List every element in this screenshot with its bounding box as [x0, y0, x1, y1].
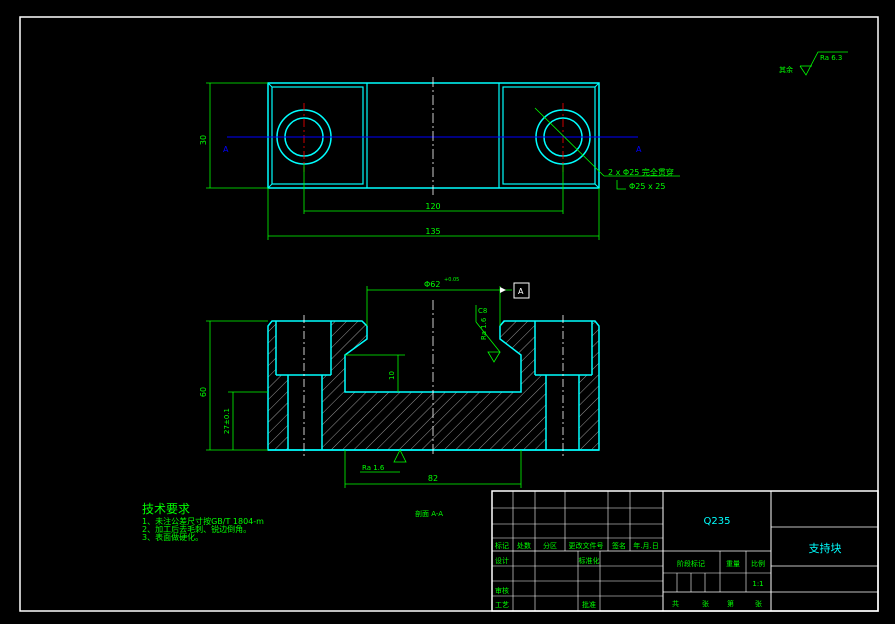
row-label-date: 年.月.日 [633, 541, 658, 550]
hatch-base [322, 392, 546, 450]
row-label-change-doc: 更改文件号 [569, 541, 604, 550]
dim-base-width: 82 [428, 474, 438, 483]
section-view: Φ62 +0.05 A C8 Ra 1.6 10 60 27±0.1 82 Ra… [199, 277, 600, 518]
tech-requirements: 技术要求 1、未注公差尺寸按GB/T 1804-m 2、加工后去毛刺、锐边倒角。… [142, 502, 264, 542]
top-view-left-pocket [271, 86, 364, 185]
row-label-count: 处数 [517, 541, 531, 550]
section-outline [267, 320, 600, 451]
roughness-face-value: Ra 1.6 [362, 464, 385, 472]
sheet-total: 共 [672, 599, 679, 608]
dim-top-height: 30 [199, 135, 208, 145]
top-view-outer [267, 82, 600, 189]
title-material: Q235 [704, 516, 731, 527]
label-review: 审核 [495, 586, 509, 595]
roughness-chamfer-value: Ra 1.6 [480, 317, 488, 340]
roughness-symbol-rest [799, 51, 848, 76]
tech-item-1: 1、未注公差尺寸按GB/T 1804-m [142, 516, 264, 526]
roughness-symbol-face [393, 449, 407, 463]
tech-item-2: 2、加工后去毛刺、锐边倒角。 [142, 524, 251, 534]
dim-base-height: 27±0.1 [223, 408, 231, 434]
label-process: 工艺 [495, 601, 509, 609]
dim-slot-tol: +0.05 [444, 277, 459, 283]
row-label-sign: 签名 [612, 541, 626, 550]
tech-item-3: 3、表面做硬化。 [142, 532, 203, 542]
roughness-rest-label: 其余 [779, 65, 793, 74]
hole-note-line2: Φ25 x 25 [629, 182, 665, 191]
row-label-zone: 分区 [543, 541, 557, 550]
sheet-word: 张 [702, 599, 709, 608]
hole-note-line1: 2 x Φ25 完全贯穿 [608, 167, 674, 177]
title-part-name: 支持块 [809, 541, 842, 555]
chamfer-label: C8 [478, 307, 487, 315]
scale-value: 1:1 [752, 580, 763, 588]
dim-total-length: 135 [425, 227, 440, 236]
label-stage-mark: 阶段标记 [677, 559, 705, 568]
hatch-left [268, 321, 288, 450]
datum-label: A [518, 287, 524, 296]
tech-title: 技术要求 [142, 502, 190, 516]
top-view: A A 30 120 135 2 x Φ25 完全贯穿 Φ25 x 25 其余 … [199, 51, 848, 240]
dim-slot-depth: 10 [388, 371, 396, 380]
sheet-no: 第 [727, 599, 734, 608]
label-scale: 比例 [751, 559, 765, 568]
roughness-rest-value: Ra 6.3 [820, 54, 842, 62]
title-block-text: Q235 支持块 标记 处数 分区 更改文件号 签名 年.月.日 设计 标准化 … [495, 516, 842, 609]
label-design: 设计 [495, 556, 509, 565]
top-view-right-pocket [502, 86, 596, 185]
drawing-border [19, 16, 879, 612]
section-mark-right: A [636, 145, 642, 154]
dim-hole-spacing: 120 [425, 202, 440, 211]
hatch-right [579, 321, 599, 450]
dim-total-height: 60 [199, 387, 208, 397]
datum-box [513, 282, 530, 299]
section-label: 剖面 A-A [415, 509, 443, 518]
label-weight: 重量 [726, 560, 740, 568]
label-approve: 批准 [582, 600, 596, 609]
row-label-mark: 标记 [495, 541, 509, 550]
section-mark-left: A [223, 145, 229, 154]
sheet-word2: 张 [755, 599, 762, 608]
label-standardize: 标准化 [579, 556, 600, 565]
dim-slot-width: Φ62 [424, 280, 440, 289]
title-block [491, 490, 879, 612]
